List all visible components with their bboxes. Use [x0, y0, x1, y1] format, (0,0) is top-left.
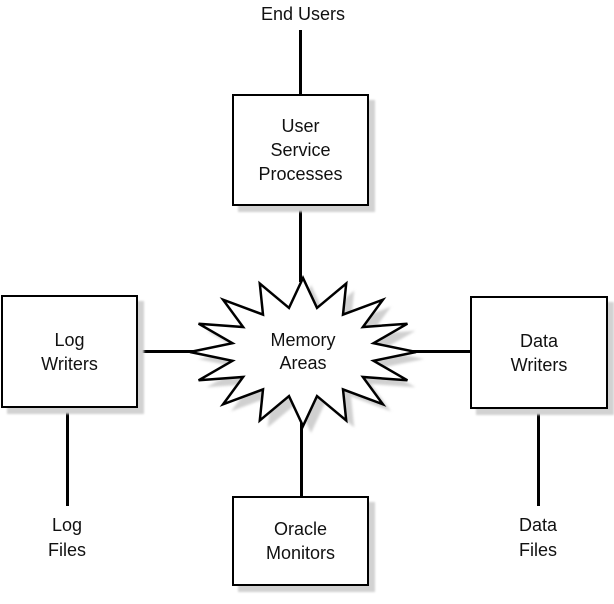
log-writers-node: Log Writers [1, 295, 138, 408]
connector-logwriters-to-logfiles [66, 406, 69, 506]
user-service-processes-node: User Service Processes [232, 94, 369, 206]
data-writers-line2: Writers [510, 354, 568, 375]
log-writers-line1: Log [54, 329, 85, 350]
memory-areas-label: Memory Areas [233, 329, 373, 375]
data-files-line1: Data [518, 515, 558, 535]
usp-line3: Processes [258, 164, 343, 184]
data-writers-line1: Data [519, 330, 559, 351]
data-files-line2: Files [518, 540, 557, 560]
memory-areas-line1: Memory [270, 330, 336, 350]
log-files-line1: Log [51, 515, 83, 535]
log-writers-line2: Writers [41, 353, 98, 374]
log-files-line2: Files [47, 540, 86, 560]
connector-memory-to-monitors [300, 422, 303, 497]
memory-areas-line2: Areas [279, 353, 327, 373]
usp-line1: User [281, 116, 320, 136]
starburst-shape [189, 275, 417, 429]
connector-memory-to-datawriters [412, 350, 472, 353]
end-users-label: End Users [228, 2, 378, 27]
memory-areas-star [189, 275, 424, 433]
oracle-monitors-line1: Oracle [273, 519, 327, 539]
log-files-label: Log Files [17, 513, 117, 563]
data-writers-node: Data Writers [470, 296, 608, 409]
connector-endusers-to-usp [299, 30, 302, 95]
usp-line2: Service [270, 140, 331, 160]
connector-logwriters-to-memory [136, 350, 198, 353]
oracle-monitors-node: Oracle Monitors [232, 496, 369, 586]
connector-datawriters-to-datafiles [537, 407, 540, 506]
data-files-label: Data Files [488, 513, 588, 563]
connector-usp-to-memory [299, 204, 302, 282]
oracle-monitors-line2: Monitors [265, 543, 336, 563]
end-users-text: End Users [260, 4, 346, 24]
